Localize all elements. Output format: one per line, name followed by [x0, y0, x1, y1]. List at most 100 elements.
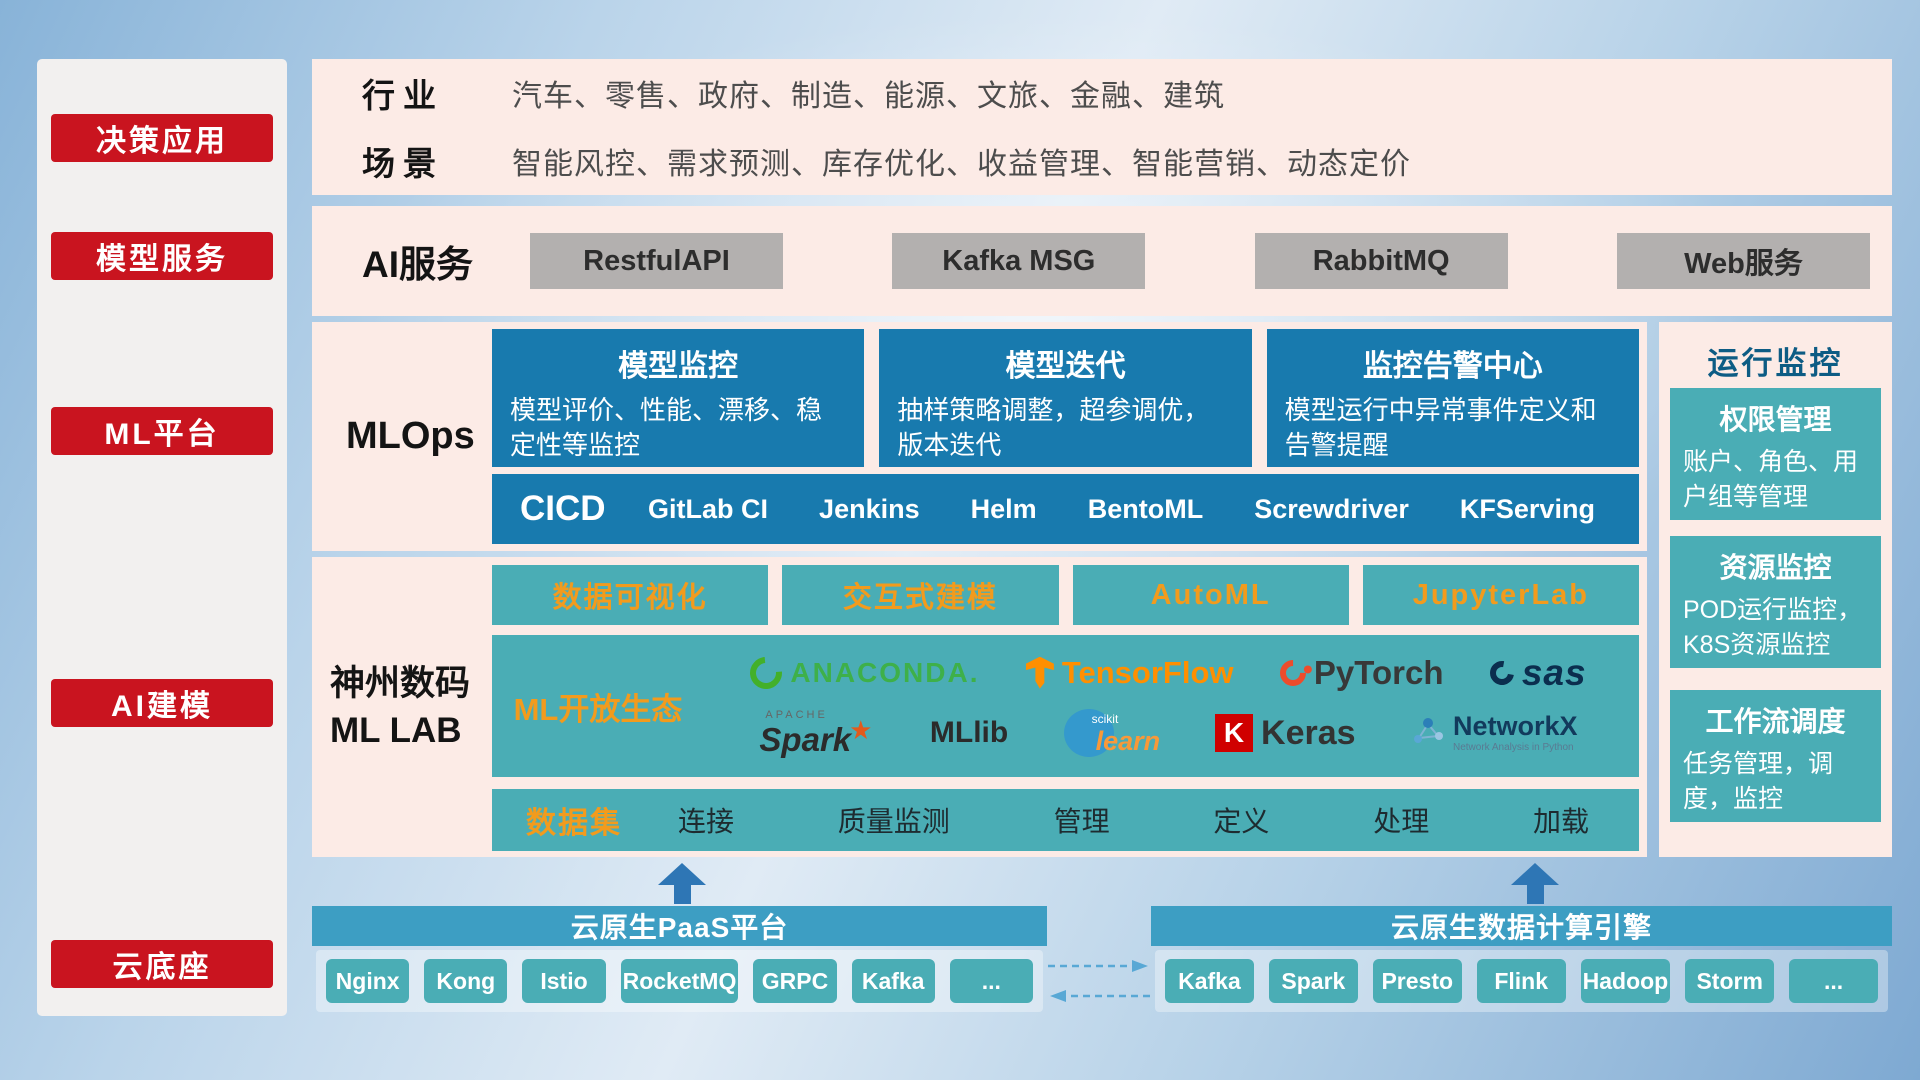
- card-title: 资源监控: [1719, 552, 1832, 583]
- ecosystem-logo-row-1: ANACONDA. TensorFlow PyTorch sas: [704, 650, 1633, 696]
- spark-stack: APACHE Spark ★: [759, 709, 874, 759]
- card-desc: 模型运行中异常事件定义和告警提醒: [1284, 395, 1597, 461]
- chip-kafka: Kafka: [851, 959, 935, 1003]
- data-engine-banner: 云原生数据计算引擎: [1151, 906, 1892, 946]
- networkx-subtitle: Network Analysis in Python: [1452, 742, 1574, 754]
- keras-k-icon: K: [1215, 714, 1254, 753]
- sidebar-item-model-service: 模型服务: [51, 232, 273, 280]
- mllab-tools-row: 数据可视化 交互式建模 AutoML JupyterLab: [492, 565, 1639, 625]
- networkx-icon: [1411, 716, 1445, 751]
- runtime-monitor-panel: 运行监控 权限管理 账户、角色、用户组等管理 资源监控 POD运行监控，K8S资…: [1659, 322, 1892, 857]
- spark-logo: APACHE Spark ★: [759, 709, 874, 759]
- card-desc: 模型评价、性能、漂移、稳定性等监控: [510, 395, 823, 461]
- anaconda-logo: ANACONDA.: [743, 650, 979, 696]
- cicd-helm: Helm: [970, 493, 1037, 524]
- dataset-items: 连接 质量监测 管理 定义 处理 加载: [678, 800, 1605, 840]
- ml-ecosystem-logos: ANACONDA. TensorFlow PyTorch sas: [704, 635, 1639, 777]
- card-desc: 抽样策略调整，超参调优，版本迭代: [897, 395, 1210, 461]
- industry-row: 行业 汽车、零售、政府、制造、能源、文旅、金融、建筑: [312, 59, 1892, 127]
- cicd-bar: CICD GitLab CI Jenkins Helm BentoML Scre…: [492, 474, 1639, 544]
- card-title: 模型监控: [618, 350, 739, 383]
- cicd-gitlab-ci: GitLab CI: [648, 493, 768, 524]
- anaconda-icon: [743, 650, 789, 696]
- mllab-label-line1: 神州数码: [330, 663, 471, 703]
- card-title: 工作流调度: [1705, 706, 1846, 737]
- chip-flink: Flink: [1476, 959, 1566, 1003]
- tool-jupyterlab: JupyterLab: [1362, 565, 1639, 625]
- dataset-label: 数据集: [526, 807, 622, 840]
- service-kafka-msg: Kafka MSG: [892, 233, 1146, 289]
- card-permission-management: 权限管理 账户、角色、用户组等管理: [1670, 388, 1881, 520]
- ecosystem-logo-row-2: APACHE Spark ★ MLlib scikit learn: [704, 706, 1633, 760]
- card-model-monitoring: 模型监控 模型评价、性能、漂移、稳定性等监控: [492, 329, 865, 467]
- dashed-arrow-icon: [1048, 960, 1150, 1002]
- networkx-stack: NetworkX Network Analysis in Python: [1453, 713, 1578, 753]
- up-arrow-icon: [1511, 863, 1559, 904]
- card-desc: POD运行监控，K8S资源监控: [1683, 596, 1863, 659]
- mllib-label: MLlib: [929, 716, 1009, 750]
- card-model-iteration: 模型迭代 抽样策略调整，超参调优，版本迭代: [879, 329, 1252, 467]
- sidebar-item-ml-platform: ML平台: [51, 407, 273, 455]
- card-alert-center: 监控告警中心 模型运行中异常事件定义和告警提醒: [1266, 329, 1639, 467]
- paas-components: Nginx Kong Istio RocketMQ GRPC Kafka ...: [316, 950, 1043, 1012]
- card-desc: 账户、角色、用户组等管理: [1683, 448, 1859, 511]
- mllab-panel: 神州数码 ML LAB 数据可视化 交互式建模 AutoML JupyterLa…: [312, 557, 1647, 857]
- up-arrow-icon: [658, 863, 706, 904]
- service-rabbitmq: RabbitMQ: [1254, 233, 1508, 289]
- tool-automl: AutoML: [1072, 565, 1349, 625]
- scene-value: 智能风控、需求预测、库存优化、收益管理、智能营销、动态定价: [512, 148, 1411, 181]
- cicd-kfserving: KFServing: [1459, 493, 1595, 524]
- chip-hadoop: Hadoop: [1580, 959, 1671, 1003]
- mllab-label: 神州数码 ML LAB: [330, 557, 486, 857]
- mlops-label: MLOps: [346, 415, 475, 457]
- card-resource-monitoring: 资源监控 POD运行监控，K8S资源监控: [1670, 536, 1881, 668]
- card-workflow-scheduling: 工作流调度 任务管理，调度，监控: [1670, 690, 1881, 822]
- chip-istio: Istio: [522, 959, 606, 1003]
- sidebar-item-cloud-base: 云底座: [51, 940, 273, 988]
- ml-ecosystem-label: ML开放生态: [513, 691, 683, 727]
- chip-kafka: Kafka: [1165, 959, 1254, 1003]
- cicd-bentoml: BentoML: [1087, 493, 1204, 524]
- spark-label: Spark: [759, 721, 852, 759]
- chip-storm: Storm: [1685, 959, 1775, 1003]
- left-sidebar: 决策应用 模型服务 ML平台 AI建模 云底座: [37, 59, 287, 1016]
- scikit-learn-logo: scikit learn: [1063, 706, 1160, 760]
- spark-apache-label: APACHE: [765, 709, 828, 722]
- mllab-label-line2: ML LAB: [330, 711, 462, 750]
- dataset-row: 数据集 连接 质量监测 管理 定义 处理 加载: [492, 789, 1639, 851]
- spark-star-icon: ★: [849, 715, 873, 746]
- ml-ecosystem-box: ML开放生态 ANACONDA. TensorFlow PyTorch: [492, 635, 1639, 777]
- card-title: 监控告警中心: [1362, 350, 1543, 383]
- tensorflow-icon: [1025, 656, 1054, 689]
- chip-grpc: GRPC: [753, 959, 837, 1003]
- mlops-panel: MLOps 模型监控 模型评价、性能、漂移、稳定性等监控 模型迭代 抽样策略调整…: [312, 322, 1647, 551]
- industry-scene-panel: 行业 汽车、零售、政府、制造、能源、文旅、金融、建筑 场景 智能风控、需求预测、…: [312, 59, 1892, 195]
- sas-logo: sas: [1485, 651, 1587, 694]
- scene-label: 场景: [362, 145, 444, 182]
- industry-label: 行业: [362, 77, 444, 114]
- tool-data-visualization: 数据可视化: [492, 565, 769, 625]
- chip-spark: Spark: [1268, 959, 1358, 1003]
- ai-service-label: AI服务: [362, 244, 473, 285]
- networkx-logo: NetworkX Network Analysis in Python: [1411, 713, 1578, 753]
- chip-nginx: Nginx: [326, 959, 410, 1003]
- cicd-items: GitLab CI Jenkins Helm BentoML Screwdriv…: [648, 494, 1611, 525]
- sidebar-item-decision-app: 决策应用: [51, 114, 273, 162]
- sas-label: sas: [1521, 651, 1587, 693]
- pytorch-icon: [1274, 654, 1312, 692]
- dataset-quality: 质量监测: [837, 806, 950, 837]
- sidebar-item-ai-modeling: AI建模: [51, 679, 273, 727]
- scene-row: 场景 智能风控、需求预测、库存优化、收益管理、智能营销、动态定价: [312, 127, 1892, 195]
- pytorch-logo: PyTorch: [1274, 654, 1443, 692]
- scikit-circle-icon: [1063, 709, 1114, 758]
- cicd-jenkins: Jenkins: [819, 493, 920, 524]
- dataset-process: 处理: [1373, 806, 1430, 837]
- chip-presto: Presto: [1372, 959, 1462, 1003]
- tensorflow-label: TensorFlow: [1061, 654, 1234, 690]
- dataset-define: 定义: [1213, 806, 1270, 837]
- tool-interactive-modeling: 交互式建模: [782, 565, 1059, 625]
- keras-logo: K Keras: [1215, 714, 1356, 753]
- card-desc: 任务管理，调度，监控: [1683, 750, 1834, 813]
- industry-value: 汽车、零售、政府、制造、能源、文旅、金融、建筑: [512, 80, 1225, 113]
